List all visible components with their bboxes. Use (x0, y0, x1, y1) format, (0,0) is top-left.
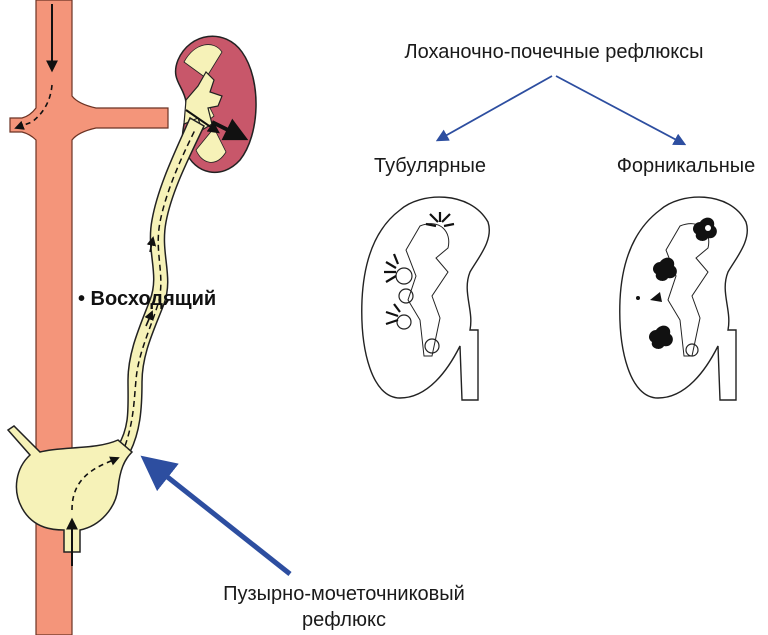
label-vur-line1: Пузырно-мочеточниковый (223, 583, 465, 605)
label-ascending: • Восходящий (78, 288, 216, 310)
kidney-tubular-sketch (362, 197, 490, 400)
vur-arrow (146, 460, 290, 574)
kidney-fornical-sketch (620, 197, 748, 400)
label-fornical: Форникальные (617, 155, 756, 177)
title-pyelorenal-reflux: Лоханочно-почечные рефлюксы (404, 41, 703, 63)
label-vur-line2: рефлюкс (302, 609, 386, 631)
ureter (118, 118, 204, 452)
branch-arrows (438, 76, 684, 144)
label-tubular: Тубулярные (374, 155, 486, 177)
